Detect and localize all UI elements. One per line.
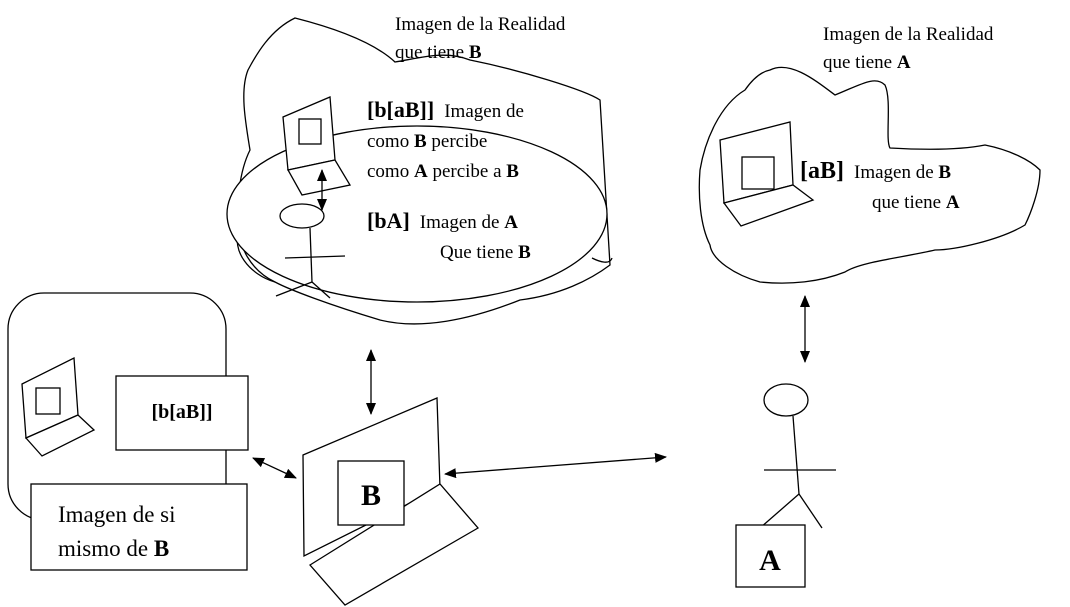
self-image-caption-box xyxy=(30,483,248,571)
ellipse-label1-line1: [b[aB]]Imagen de xyxy=(367,97,524,122)
node-b-box xyxy=(337,460,405,526)
cloud-b-title-line2: que tiene B xyxy=(395,42,482,63)
arrow-self-to-b xyxy=(252,457,297,479)
cloud-a xyxy=(698,66,1041,284)
node-a-label: A xyxy=(759,544,781,577)
ellipse-label1-line3: como A percibe a B xyxy=(367,161,519,182)
self-image-code-box xyxy=(115,375,249,451)
cloud-a-title-line2: que tiene A xyxy=(823,52,911,73)
computer-icon-cloud-a xyxy=(719,121,815,227)
cloud-b xyxy=(237,17,611,325)
self-image-caption-line2: mismo de B xyxy=(58,536,169,561)
cloud-b-bump-right xyxy=(591,257,613,263)
arrow-b-to-a xyxy=(444,452,667,479)
self-image-caption-line1: Imagen de si xyxy=(58,502,176,527)
node-b-label: B xyxy=(361,479,381,512)
ellipse-label1-line2: como B percibe xyxy=(367,131,487,152)
computer-icon-self xyxy=(21,356,96,457)
self-image-code: [b[aB]] xyxy=(151,401,212,423)
cloud-a-label-line2: que tiene A xyxy=(872,192,960,213)
ellipse-label2-line1: [bA]Imagen de A xyxy=(367,208,518,233)
cloud-a-label-line1: [aB]Imagen de B xyxy=(800,158,951,184)
ellipse-label2-line2: Que tiene B xyxy=(440,242,531,263)
person-a-icon xyxy=(759,383,836,529)
computer-icon-ellipse xyxy=(282,96,352,196)
person-icon-ellipse xyxy=(275,203,346,299)
cloud-a-title-line1: Imagen de la Realidad xyxy=(823,24,994,45)
cloud-b-title-line1: Imagen de la Realidad xyxy=(395,14,566,35)
node-a-box xyxy=(735,524,806,588)
